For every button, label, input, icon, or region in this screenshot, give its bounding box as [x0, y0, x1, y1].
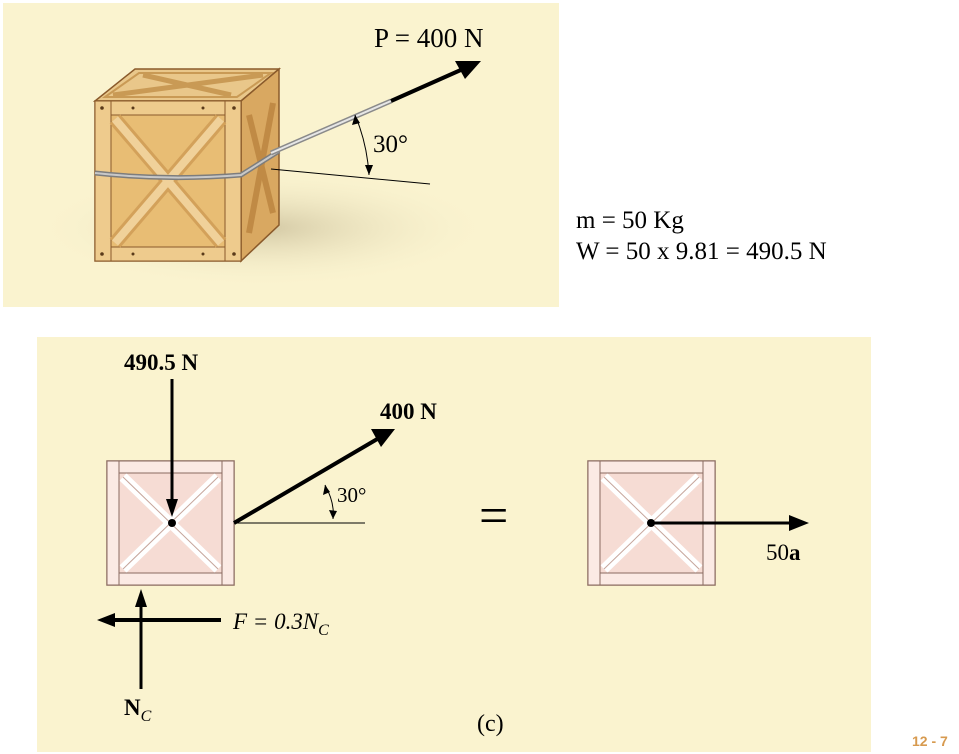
fbd-angle-label: 30° [337, 483, 366, 507]
crate [92, 67, 282, 263]
horizontal-reference-line [270, 168, 431, 185]
crate-illustration: P = 400 N 30° [33, 23, 493, 288]
pull-force-label: 400 N [380, 399, 437, 424]
slide-number: 12 - 7 [912, 733, 948, 749]
center-of-mass-dot [168, 519, 176, 527]
figure-caption: (c) [477, 711, 504, 737]
mass-line: m = 50 Kg [576, 207, 684, 234]
kinetic-label: 50a [766, 540, 801, 565]
free-body-diagram-panel: 490.5 N 400 N 30° F = 0.3NC NC = [37, 337, 871, 752]
given-values: m = 50 Kg W = 50 x 9.81 = 490.5 N [576, 205, 827, 267]
friction-label: F = 0.3NC [232, 609, 329, 639]
weight-label: 490.5 N [124, 350, 199, 375]
free-body-diagram: 490.5 N 400 N 30° F = 0.3NC NC = [97, 350, 809, 737]
weight-line: W = 50 x 9.81 = 490.5 N [576, 238, 827, 265]
equals-sign: = [479, 488, 508, 545]
angle-label-top: 30° [373, 131, 408, 158]
force-p-arrow [390, 67, 464, 103]
normal-force-label: NC [124, 695, 152, 725]
pull-force-arrow [232, 436, 381, 525]
force-p-label: P = 400 N [374, 23, 484, 53]
crate-illustration-panel: P = 400 N 30° [3, 3, 559, 307]
